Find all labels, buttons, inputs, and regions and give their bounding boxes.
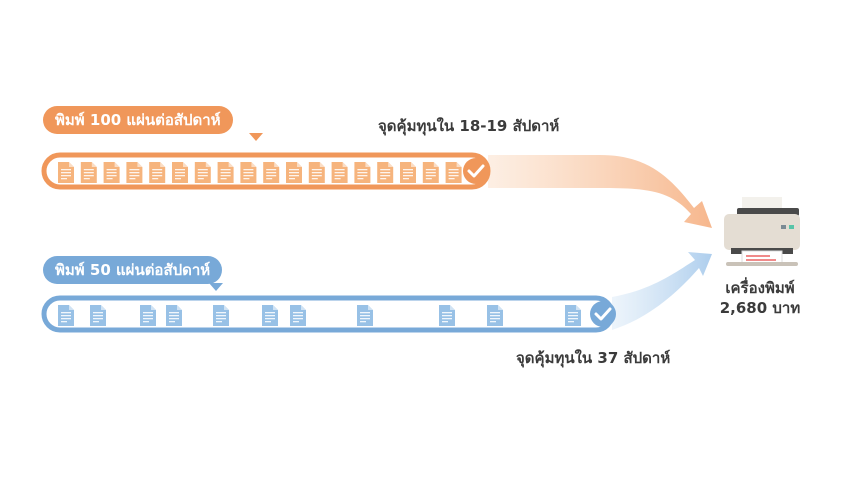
document-icon	[400, 162, 416, 183]
document-icon	[262, 305, 278, 326]
document-icon	[308, 162, 325, 183]
printer-name: เครื่องพิมพ์	[725, 279, 795, 297]
check-icon	[590, 301, 616, 327]
label-pointer	[249, 133, 263, 141]
check-icon	[463, 158, 489, 184]
document-icon	[445, 162, 462, 183]
document-icon	[166, 305, 182, 326]
document-icon	[422, 162, 439, 183]
document-icon	[103, 162, 120, 183]
weekly-50-label: พิมพ์ 50 แผ่นต่อสัปดาห์	[43, 256, 223, 291]
document-icon	[58, 162, 74, 183]
document-icon	[90, 305, 106, 326]
document-icon	[354, 162, 371, 183]
document-icon	[58, 305, 74, 326]
weekly-50-label-text: พิมพ์ 50 แผ่นต่อสัปดาห์	[55, 261, 211, 279]
printer-icon	[724, 197, 800, 266]
document-icon	[126, 162, 143, 183]
document-icon	[357, 305, 373, 326]
track-50	[41, 295, 615, 333]
document-icon	[217, 162, 234, 183]
weekly-100-label: พิมพ์ 100 แผ่นต่อสัปดาห์	[43, 106, 263, 141]
document-icon	[439, 305, 455, 326]
document-icon	[487, 305, 503, 326]
document-icon	[565, 305, 581, 326]
documents-50-group	[58, 305, 581, 326]
blue-flow-arrow	[612, 252, 712, 330]
document-icon	[263, 162, 280, 183]
weekly-100-label-text: พิมพ์ 100 แผ่นต่อสัปดาห์	[55, 111, 221, 129]
breakeven-100-text: จุดคุ้มทุนใน 18-19 สัปดาห์	[378, 117, 560, 135]
document-icon	[80, 162, 97, 183]
document-icon	[213, 305, 229, 326]
document-icon	[149, 162, 166, 183]
label-pointer	[209, 283, 223, 291]
document-icon	[377, 162, 394, 183]
document-icon	[331, 162, 348, 183]
printer-price: 2,680 บาท	[719, 299, 801, 317]
document-icon	[194, 162, 211, 183]
document-icon	[286, 162, 302, 183]
breakeven-50-text: จุดคุ้มทุนใน 37 สัปดาห์	[516, 349, 671, 367]
document-icon	[172, 162, 188, 183]
documents-100-group	[58, 162, 462, 183]
document-icon	[290, 305, 306, 326]
orange-flow-arrow	[488, 155, 712, 228]
printer-label: เครื่องพิมพ์ 2,680 บาท	[700, 278, 820, 318]
document-icon	[140, 305, 156, 326]
document-icon	[240, 162, 257, 183]
